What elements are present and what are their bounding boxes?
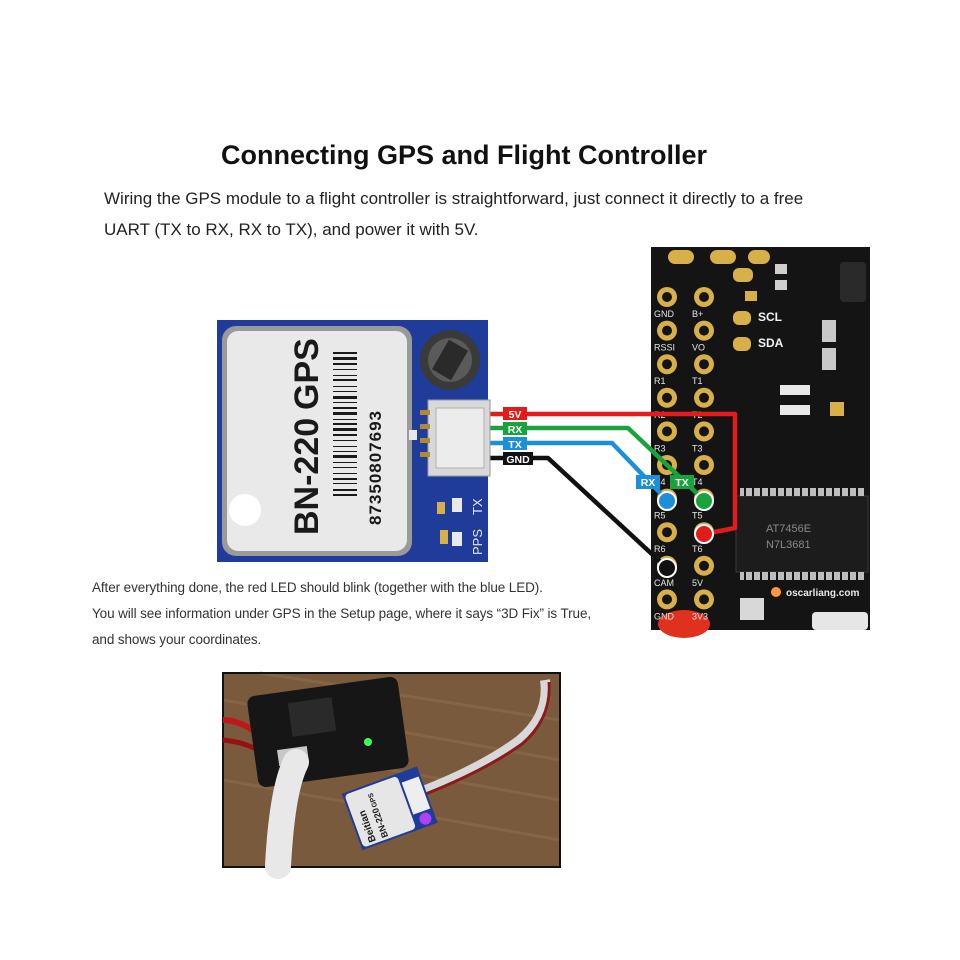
page-title: Connecting GPS and Flight Controller (221, 140, 707, 170)
barcode-bar (333, 396, 357, 399)
led-label-tx: TX (470, 498, 485, 515)
fc-pad-label-right: 3V3 (692, 611, 708, 621)
tag-rx: RX (508, 424, 523, 436)
fc-pad-hole (662, 292, 672, 302)
barcode-bar (333, 455, 357, 458)
led-label-pps: PPS (470, 529, 485, 555)
fc-pad-label-right: T5 (692, 511, 703, 521)
gps-model-label: BN-220 (288, 418, 326, 535)
fc-pad-label-left: R1 (654, 376, 666, 386)
fc-tag-rx: RX (641, 477, 656, 489)
barcode-bar (333, 419, 357, 420)
endpoint-rx (694, 491, 714, 511)
fc-pad-label-left: RSSI (654, 343, 675, 353)
barcode-bar (333, 483, 357, 484)
gps-module: TX PPS BN-220 GPS 87350807693 (217, 320, 491, 562)
barcode-bar (333, 478, 357, 480)
barcode-bar (333, 440, 357, 441)
fc-pad-hole (662, 359, 672, 370)
barcode-bar (333, 423, 357, 425)
fc-pad-label-right: 5V (692, 578, 703, 588)
barcode-bar (333, 363, 357, 365)
fc-pad-label-right: T3 (692, 443, 703, 453)
barcode-bar (333, 369, 357, 370)
fc-pad-hole (699, 560, 709, 571)
wire-5v (485, 411, 738, 537)
fc-pad-hole (662, 594, 672, 605)
barcode-bar (333, 412, 357, 415)
fc-pad-hole (699, 594, 709, 605)
barcode-bar (333, 357, 357, 360)
fc-pad-label-right: VO (692, 343, 705, 353)
note-line-2: You will see information under GPS in th… (92, 606, 591, 621)
fc-pad-hole (699, 359, 709, 370)
fc-pad-label-left: GND (654, 611, 675, 621)
photo-module-gps: GPS (367, 792, 379, 809)
watermark: oscarliang.com (786, 588, 859, 599)
tag-5v: 5V (509, 409, 522, 421)
note-line-3: and shows your coordinates. (92, 632, 262, 647)
wire-tx (485, 440, 670, 503)
note-line-1: After everything done, the red LED shoul… (92, 580, 543, 595)
barcode-bar (333, 489, 357, 491)
fc-pad-label-left: R5 (654, 511, 666, 521)
intro-line-2: UART (TX to RX, RX to TX), and power it … (104, 220, 479, 239)
barcode-bar (333, 467, 357, 468)
fc-pad-hole (662, 527, 672, 538)
endpoint-5v (694, 524, 714, 544)
fc-tag-tx: TX (675, 477, 688, 489)
barcode-bar (333, 407, 357, 409)
sda-label: SDA (758, 336, 784, 350)
fc-pad-label-right: B+ (692, 309, 703, 319)
tag-tx: TX (508, 439, 521, 451)
barcode (333, 352, 357, 496)
barcode-bar (333, 451, 357, 452)
fc-pad-label-right: T4 (692, 477, 703, 487)
fc-pad-label-right: T6 (692, 544, 703, 554)
tag-gnd: GND (506, 454, 530, 466)
intro-line-1: Wiring the GPS module to a flight contro… (104, 189, 804, 208)
barcode-bar (333, 494, 357, 496)
chip-label-2: N7L3681 (766, 539, 811, 551)
barcode-bar (333, 434, 357, 436)
barcode-bar (333, 391, 357, 392)
fc-pad-hole (662, 426, 672, 437)
endpoint-gnd (657, 558, 677, 578)
flight-controller-board: AT7456E N7L3681 oscarliang.com SCL SDA G… (651, 247, 870, 638)
chip-label-1: AT7456E (766, 523, 811, 535)
endpoint-tx (657, 491, 677, 511)
fc-pad-label-left: R6 (654, 544, 666, 554)
barcode-bar (333, 386, 357, 387)
fc-pad-label-left: R3 (654, 443, 666, 453)
scl-label: SCL (758, 310, 782, 324)
barcode-bar (333, 375, 357, 376)
fc-pad-hole (699, 460, 709, 470)
fc-pad-hole (699, 426, 709, 437)
barcode-bar (333, 446, 357, 447)
barcode-bar (333, 473, 357, 474)
fc-pad-hole (699, 292, 709, 302)
fc-pad-label-right: T1 (692, 376, 703, 386)
fc-pad-label-left: GND (654, 309, 675, 319)
fc-pad-hole (662, 325, 672, 336)
photo-setup: Beitian BN-220 GPS (222, 671, 561, 879)
barcode-bar (333, 352, 357, 354)
barcode-bar (333, 428, 357, 431)
barcode-bar (333, 402, 357, 403)
gps-label: GPS (288, 338, 326, 410)
wire-tags: 5V RX TX GND (503, 407, 533, 466)
fc-pad-label-left: CAM (654, 578, 674, 588)
fc-pad-hole (699, 392, 709, 403)
serial-number: 87350807693 (366, 410, 385, 525)
fc-pad-hole (699, 325, 709, 336)
fc-pad-hole (662, 392, 672, 403)
barcode-bar (333, 379, 357, 381)
barcode-bar (333, 462, 357, 463)
